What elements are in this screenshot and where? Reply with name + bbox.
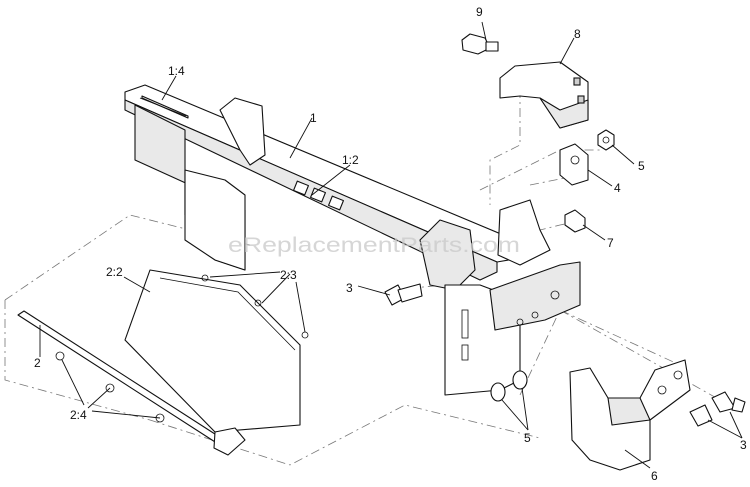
bolt-left [384, 283, 423, 306]
shield-panel [124, 269, 309, 433]
knob [461, 33, 499, 55]
rod [17, 310, 246, 456]
callout-7: 7 [607, 236, 614, 250]
callout-4: 4 [614, 181, 621, 195]
callout-3a: 3 [346, 281, 353, 295]
leader-lines [39, 21, 743, 469]
callout-1: 1 [310, 111, 317, 125]
callout-2: 2 [34, 356, 41, 370]
clip-nut [564, 209, 586, 233]
callout-2-3: 2:3 [280, 268, 297, 282]
bolts-right [689, 391, 746, 427]
main-frame-bar [124, 84, 521, 281]
callout-1-2: 1:2 [342, 153, 359, 167]
mount-plate [559, 143, 589, 186]
callout-labels: 9 8 1:4 1 1:2 5 4 7 2:2 2:3 3 2 2:4 5 6 … [34, 5, 747, 483]
hex-nut-upper [597, 129, 615, 151]
callout-5a: 5 [638, 159, 645, 173]
callout-2-2: 2:2 [106, 265, 123, 279]
side-bracket [569, 359, 691, 471]
callout-1-4: 1:4 [168, 64, 185, 78]
callout-8: 8 [574, 27, 581, 41]
callout-3b: 3 [740, 438, 747, 452]
callout-6: 6 [651, 469, 658, 483]
spacer-lower [490, 370, 528, 402]
watermark-text: eReplacementParts.com [228, 234, 520, 257]
callout-5b: 5 [524, 431, 531, 445]
callout-2-4: 2:4 [70, 408, 87, 422]
callout-9: 9 [476, 5, 483, 19]
mounting-bracket [419, 199, 581, 396]
cover [499, 61, 589, 129]
